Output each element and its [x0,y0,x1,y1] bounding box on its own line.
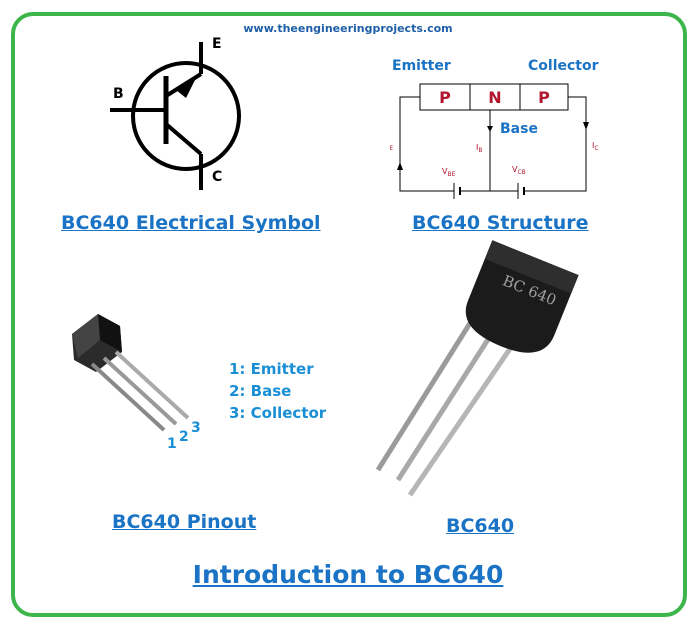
pin-list-item: 3: Collector [229,404,327,422]
cell-n-text: N [488,88,501,107]
transistor-symbol [110,42,241,190]
cell-p-right-text: P [538,88,550,107]
pin-number-2: 2 [179,429,189,445]
cell-p-left-text: P [439,88,451,107]
emitter-label: Emitter [392,58,451,74]
structure-diagram: P N P IE IB IC VBE VCB [390,83,599,199]
photo-lead-3 [407,338,519,497]
symbol-label-b: B [113,86,124,102]
photo-body [465,240,579,353]
emitter-wire [399,96,454,192]
pin-3-lead [114,350,190,420]
base-label: Base [500,121,538,137]
pin-2-lead [102,356,178,426]
ib-label: IB [476,143,482,154]
site-url: www.theengineeringprojects.com [243,22,453,35]
symbol-label-e: E [212,36,222,52]
collector-wire [524,96,587,192]
pin-number-3: 3 [191,420,201,436]
collector-line [164,122,203,156]
bc640-photo: BC 640 [375,240,579,497]
pinout-illustration [72,314,190,432]
collector-label: Collector [528,58,599,74]
vbe-label: VBE [442,167,456,178]
cell-p-right [519,83,569,111]
symbol-label-c: C [212,169,223,185]
emitter-arrow-icon [176,74,198,98]
ic-arrow-icon [583,122,589,130]
pin-1-lead [90,362,166,432]
pinout-caption: BC640 Pinout [112,511,257,533]
pin-list: 1: Emitter 2: Base 3: Collector [229,358,326,424]
cell-p-left [419,83,471,111]
photo-caption: BC640 [446,515,515,537]
pin-list-item: 2: Base [229,382,292,400]
pinout-body [72,314,122,372]
symbol-circle [131,61,241,171]
ic-label: IC [592,141,599,152]
photo-lead-2 [395,328,497,482]
pin-number-1: 1 [167,436,177,452]
page-title: Introduction to BC640 [192,560,504,589]
vcb-label: VCB [512,165,526,176]
structure-caption: BC640 Structure [412,212,589,234]
page-frame [11,12,687,617]
photo-lead-1 [375,318,475,472]
ie-label: IE [390,141,393,152]
pin-list-item: 1: Emitter [229,360,314,378]
symbol-caption: BC640 Electrical Symbol [61,212,321,234]
ib-arrow-icon [487,126,493,132]
ie-arrow-icon [397,162,403,170]
